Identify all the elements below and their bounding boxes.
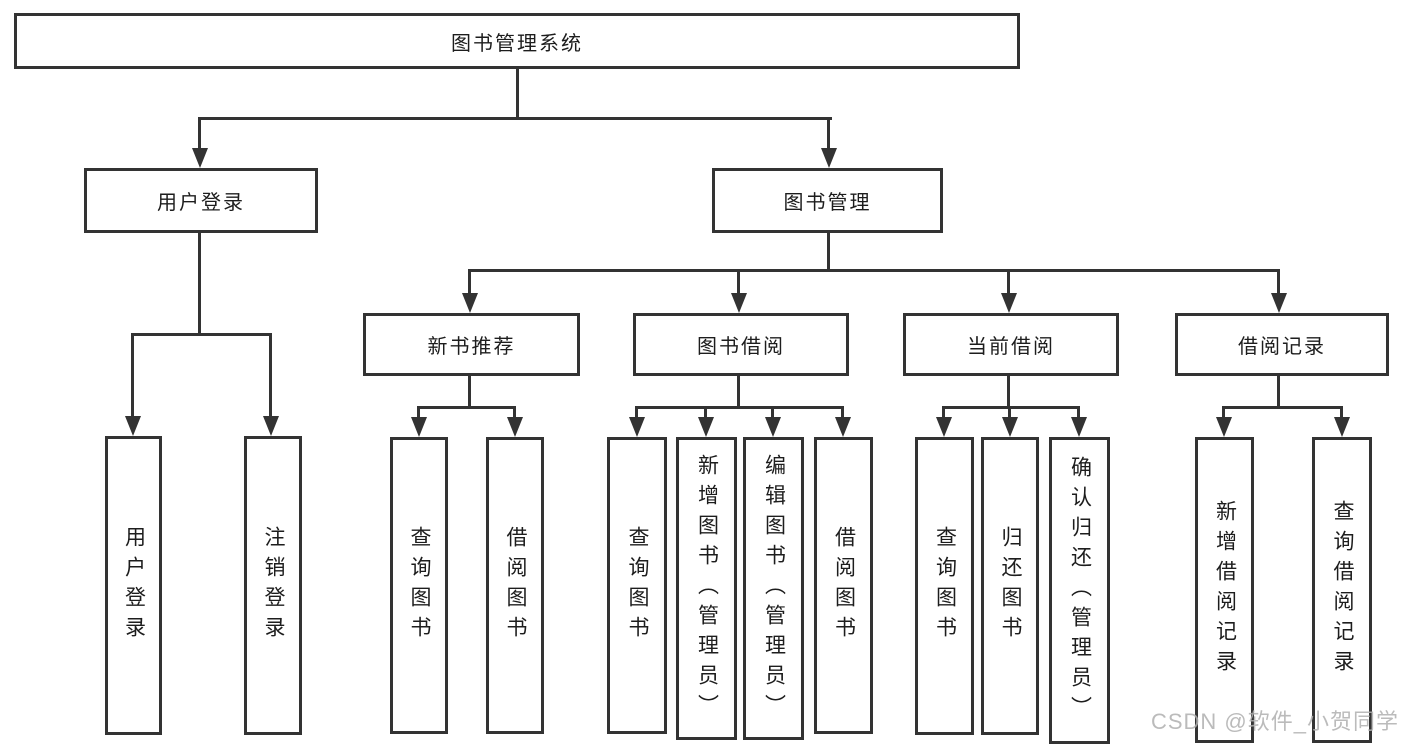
leaf-bw-add-books-admin-label: 新增图书（管理员） — [695, 453, 719, 724]
leaf-nb-query-books: 查询图书 — [390, 437, 448, 734]
connector-stub-nb-borrow — [513, 406, 516, 420]
leaf-bw-edit-books-admin-label: 编辑图书（管理员） — [762, 453, 786, 724]
node-current-borrow: 当前借阅 — [903, 313, 1119, 376]
arrowhead-bw-borrow — [835, 417, 851, 437]
leaf-user-login-label: 用户登录 — [122, 525, 146, 646]
connector-stub-rc-query — [1340, 406, 1343, 420]
leaf-cu-query-books: 查询图书 — [915, 437, 974, 735]
leaf-nb-borrow-books: 借阅图书 — [486, 437, 544, 734]
connector-current-borrow-feed — [1007, 374, 1010, 409]
leaf-cu-return-books: 归还图书 — [981, 437, 1039, 735]
connector-stub-cu-query — [942, 406, 945, 420]
leaf-logout-label: 注销登录 — [262, 525, 286, 646]
connector-stub-logout — [269, 333, 272, 417]
connector-book-borrow-feed — [737, 374, 740, 409]
arrowhead-bw-edit — [765, 417, 781, 437]
arrowhead-book-mgmt — [821, 148, 837, 168]
node-book-management: 图书管理 — [712, 168, 943, 233]
leaf-logout: 注销登录 — [244, 436, 302, 735]
leaf-cu-confirm-return-admin-label: 确认归还（管理员） — [1068, 455, 1092, 726]
leaf-user-login: 用户登录 — [105, 436, 162, 735]
connector-borrow-records-feed — [1277, 374, 1280, 409]
arrowhead-user-login — [192, 148, 208, 168]
connector-stub-current-borrow — [1007, 269, 1010, 295]
connector-stub-book-borrow — [737, 269, 740, 295]
connector-user-login-rail — [131, 333, 272, 336]
connector-level3-rail — [468, 269, 1280, 272]
arrowhead-rc-query — [1334, 417, 1350, 437]
leaf-rc-add-record: 新增借阅记录 — [1195, 437, 1254, 743]
arrowhead-new-books — [462, 293, 478, 313]
node-borrow-records: 借阅记录 — [1175, 313, 1389, 376]
leaf-bw-query-books: 查询图书 — [607, 437, 667, 734]
leaf-bw-borrow-books: 借阅图书 — [814, 437, 873, 734]
leaf-bw-edit-books-admin: 编辑图书（管理员） — [743, 437, 804, 740]
connector-book-mgmt-feed — [827, 231, 830, 271]
leaf-cu-query-books-label: 查询图书 — [933, 526, 957, 646]
connector-stub-bw-borrow — [841, 406, 844, 420]
connector-new-books-rail — [417, 406, 516, 409]
arrowhead-cu-confirm — [1071, 417, 1087, 437]
arrowhead-cu-query — [936, 417, 952, 437]
leaf-bw-add-books-admin: 新增图书（管理员） — [676, 437, 737, 740]
leaf-rc-add-record-label: 新增借阅记录 — [1213, 500, 1237, 680]
arrowhead-book-borrow — [731, 293, 747, 313]
connector-stub-bw-query — [635, 406, 638, 420]
arrowhead-login — [125, 416, 141, 436]
leaf-rc-query-record: 查询借阅记录 — [1312, 437, 1372, 743]
connector-stub-rc-add — [1222, 406, 1225, 420]
leaf-bw-borrow-books-label: 借阅图书 — [832, 525, 856, 646]
arrowhead-cu-return — [1002, 417, 1018, 437]
connector-level2-rail — [198, 117, 832, 120]
node-book-borrow: 图书借阅 — [633, 313, 849, 376]
connector-stub-user-login — [198, 117, 201, 150]
connector-new-books-feed — [468, 374, 471, 409]
connector-stub-bw-add — [704, 406, 707, 420]
connector-stub-cu-confirm — [1077, 406, 1080, 420]
connector-user-login-feed — [198, 231, 201, 335]
arrowhead-logout — [263, 416, 279, 436]
connector-stub-book-mgmt — [827, 117, 830, 150]
connector-book-borrow-rail — [635, 406, 844, 409]
arrowhead-nb-borrow — [507, 417, 523, 437]
connector-stub-new-books — [468, 269, 471, 295]
connector-root-feed — [516, 66, 519, 120]
leaf-cu-return-books-label: 归还图书 — [999, 526, 1023, 646]
leaf-rc-query-record-label: 查询借阅记录 — [1331, 500, 1355, 680]
node-root: 图书管理系统 — [14, 13, 1020, 69]
connector-stub-borrow-records — [1277, 269, 1280, 295]
leaf-cu-confirm-return-admin: 确认归还（管理员） — [1049, 437, 1110, 744]
node-user-login: 用户登录 — [84, 168, 318, 233]
csdn-watermark: CSDN @软件_小贺同学 — [1150, 709, 1399, 734]
arrowhead-nb-query — [411, 417, 427, 437]
arrowhead-bw-add — [698, 417, 714, 437]
connector-borrow-records-rail — [1222, 406, 1343, 409]
arrowhead-bw-query — [629, 417, 645, 437]
leaf-nb-query-books-label: 查询图书 — [408, 525, 432, 646]
connector-stub-login — [131, 333, 134, 417]
connector-stub-bw-edit — [771, 406, 774, 420]
connector-stub-cu-return — [1008, 406, 1011, 420]
connector-current-borrow-rail — [942, 406, 1080, 409]
arrowhead-borrow-records — [1271, 293, 1287, 313]
leaf-nb-borrow-books-label: 借阅图书 — [504, 525, 528, 646]
arrowhead-rc-add — [1216, 417, 1232, 437]
node-new-book-recommend: 新书推荐 — [363, 313, 580, 376]
leaf-bw-query-books-label: 查询图书 — [626, 525, 650, 646]
arrowhead-current-borrow — [1001, 293, 1017, 313]
connector-stub-nb-query — [417, 406, 420, 420]
